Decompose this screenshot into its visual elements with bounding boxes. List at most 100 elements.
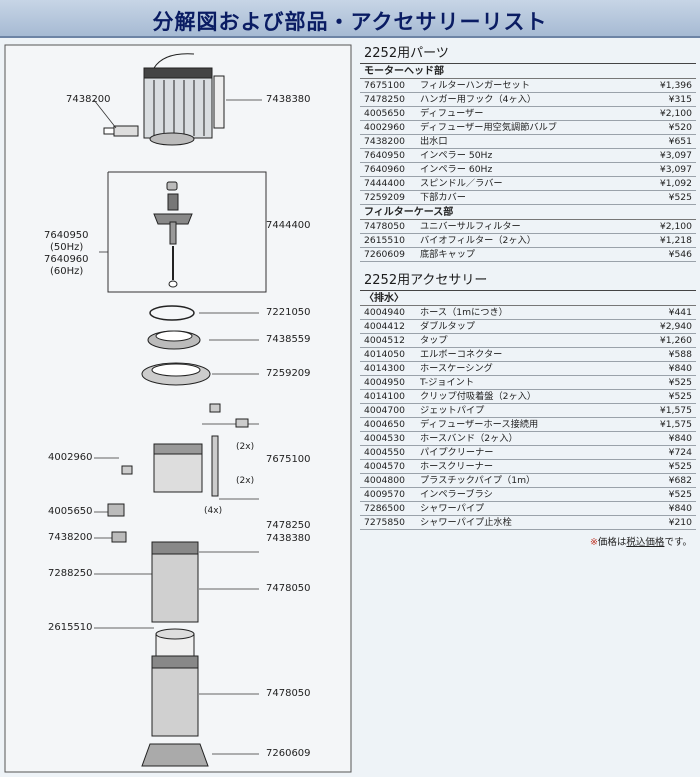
part-code: 4004550 <box>364 447 405 458</box>
part-name: タップ <box>420 335 448 346</box>
part-name: 出水口 <box>420 136 448 147</box>
label-7640950: 7640950 <box>44 230 89 241</box>
label-4002960: 4002960 <box>48 452 93 463</box>
part-code: 4004800 <box>364 475 405 486</box>
part-price: ¥315 <box>668 94 692 105</box>
part-row: 4004650 ディフューザーホース接続用 ¥1,575 <box>360 418 696 432</box>
part-price: ¥520 <box>668 122 692 133</box>
label-7260609: 7260609 <box>266 748 311 759</box>
motor-head-drawing <box>143 53 225 146</box>
part-name: ユニバーサルフィルター <box>420 221 521 232</box>
part-name: ホースケーシング <box>420 363 493 374</box>
part-price: ¥525 <box>668 377 692 388</box>
part-code: 7640960 <box>364 164 405 175</box>
part-code: 7438200 <box>364 136 405 147</box>
label-7438200-top: 7438200 <box>66 94 111 105</box>
part-code: 4004512 <box>364 335 405 346</box>
part-price: ¥1,260 <box>659 335 692 346</box>
part-name: ディフューザー <box>420 108 484 119</box>
part-name: インペラー 60Hz <box>420 164 493 175</box>
part-code: 7275850 <box>364 517 405 528</box>
part-code: 4004530 <box>364 433 405 444</box>
label-50hz: (50Hz) <box>50 242 84 253</box>
part-code: 4004570 <box>364 461 405 472</box>
lower-assembly-drawing <box>107 403 249 767</box>
part-price: ¥441 <box>668 307 692 318</box>
part-code: 4014050 <box>364 349 405 360</box>
label-2615510: 2615510 <box>48 622 93 633</box>
page-title: 分解図および部品・アクセサリーリスト <box>152 10 548 34</box>
part-code: 2615510 <box>364 235 405 246</box>
part-name: ジェットパイプ <box>420 405 485 416</box>
part-name: ディフューザーホース接続用 <box>420 419 539 430</box>
note-mark: ※ <box>589 537 598 548</box>
part-price: ¥840 <box>668 363 692 374</box>
part-code: 7444400 <box>364 178 405 189</box>
part-name: エルボーコネクター <box>420 349 503 360</box>
note-post: です。 <box>664 537 692 548</box>
part-code: 7675100 <box>364 80 405 91</box>
part-price: ¥724 <box>668 447 692 458</box>
label-7478050-a: 7478050 <box>266 583 311 594</box>
part-row: 4014300 ホースケーシング ¥840 <box>360 362 696 376</box>
label-7288250: 7288250 <box>48 568 93 579</box>
part-code: 4002960 <box>364 122 405 133</box>
part-code: 4014300 <box>364 363 405 374</box>
label-7675100: 7675100 <box>266 454 311 465</box>
part-price: ¥525 <box>668 489 692 500</box>
part-code: 7259209 <box>364 192 405 203</box>
label-2x-a: (2x) <box>236 442 255 452</box>
label-7438380-bottom: 7438380 <box>266 533 311 544</box>
part-name: ディフューザー用空気調節バルブ <box>420 122 557 133</box>
part-name: スピンドル／ラバー <box>420 178 503 189</box>
part-row: 4005650 ディフューザー ¥2,100 <box>360 107 696 121</box>
part-code: 7640950 <box>364 150 405 161</box>
part-price: ¥840 <box>668 503 692 514</box>
label-7478250: 7478250 <box>266 520 311 531</box>
part-name: T-ジョイント <box>420 377 475 388</box>
part-price: ¥1,575 <box>659 405 692 416</box>
part-name: バイオフィルター（2ヶ入） <box>420 235 536 246</box>
part-price: ¥2,100 <box>659 108 692 119</box>
part-name: ダブルタップ <box>420 321 476 332</box>
outlet-nozzle-top <box>103 125 139 137</box>
part-code: 4004650 <box>364 419 405 430</box>
part-price: ¥546 <box>668 249 692 260</box>
label-7438559: 7438559 <box>266 334 311 345</box>
part-code: 7478050 <box>364 221 405 232</box>
label-2x-b: (2x) <box>236 476 255 486</box>
part-price: ¥1,575 <box>659 419 692 430</box>
part-code: 7286500 <box>364 503 405 514</box>
label-7478050-b: 7478050 <box>266 688 311 699</box>
label-60hz: (60Hz) <box>50 266 84 277</box>
label-7259209: 7259209 <box>266 368 311 379</box>
title-banner: 分解図および部品・アクセサリーリスト <box>0 0 700 38</box>
group-heading: フィルターケース部 <box>360 205 696 220</box>
part-name: クリップ付吸着盤（2ヶ入） <box>420 391 537 402</box>
note-underlined: 税込価格 <box>626 537 665 548</box>
label-4x: (4x) <box>204 506 223 516</box>
part-name: ホースクリーナー <box>420 461 494 472</box>
part-code: 4005650 <box>364 108 405 119</box>
part-code: 4009570 <box>364 489 405 500</box>
accessories-heading: 〈排水〉 <box>360 291 696 306</box>
